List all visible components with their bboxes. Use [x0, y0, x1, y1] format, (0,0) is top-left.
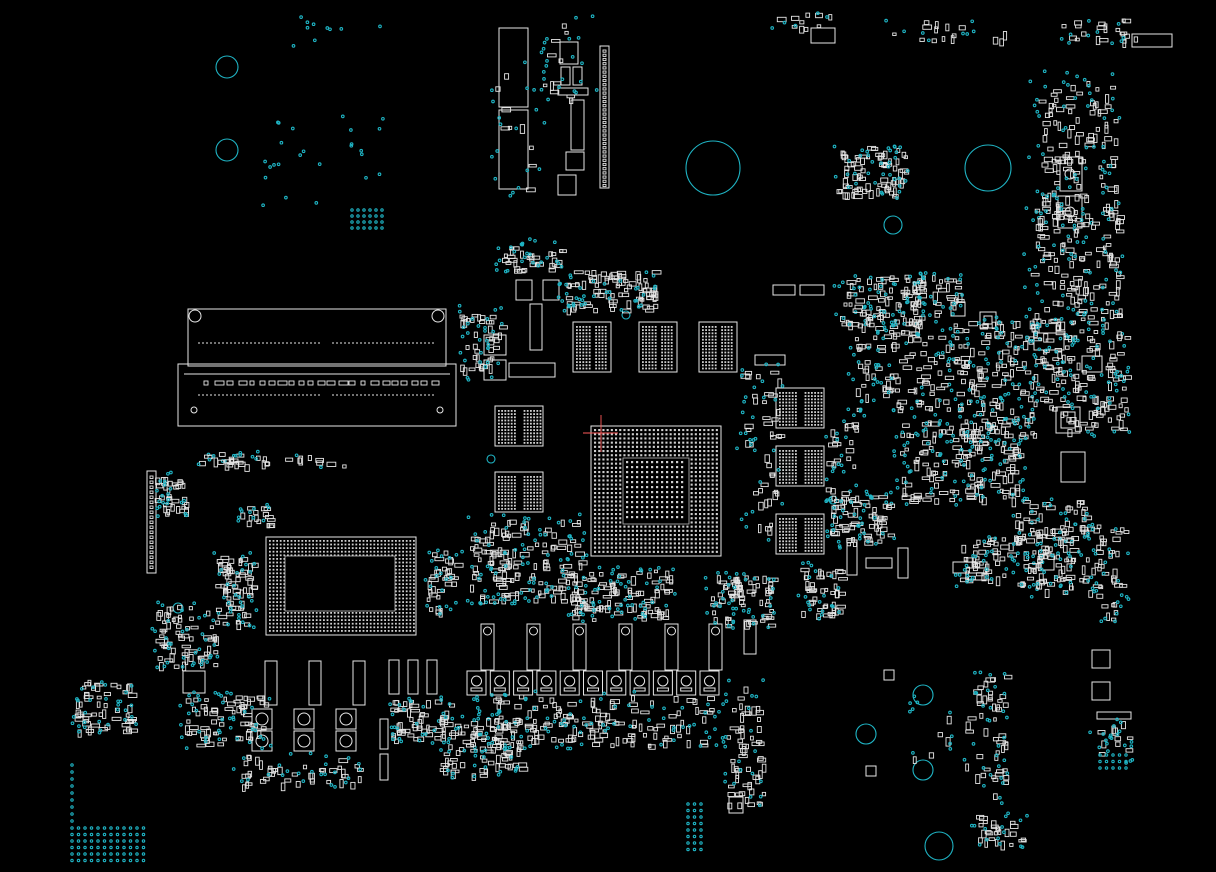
mounting-hole[interactable] — [924, 831, 954, 861]
mounting-hole[interactable] — [621, 310, 631, 320]
bulk-capacitor[interactable] — [308, 660, 322, 706]
bulk-capacitors — [264, 619, 757, 781]
bulk-capacitor[interactable] — [743, 619, 757, 655]
bulk-capacitor[interactable] — [480, 623, 495, 671]
power-inductor[interactable] — [652, 670, 673, 696]
memory-chip[interactable] — [572, 321, 612, 373]
bulk-capacitor[interactable] — [572, 623, 587, 671]
power-inductor[interactable] — [466, 670, 487, 696]
mounting-hole[interactable] — [883, 215, 903, 235]
memory-chip[interactable] — [638, 321, 678, 373]
memory-chip[interactable] — [494, 471, 544, 513]
dimm-slot[interactable] — [177, 308, 457, 427]
power-inductor[interactable] — [583, 670, 603, 696]
power-inductor[interactable] — [559, 670, 580, 696]
memory-chip[interactable] — [494, 405, 544, 447]
bulk-capacitor[interactable] — [352, 660, 366, 706]
cpu-bga[interactable] — [265, 536, 417, 636]
power-inductor[interactable] — [699, 670, 720, 696]
memory-chip[interactable] — [775, 513, 825, 555]
power-inductors — [251, 670, 720, 752]
mounting-hole[interactable] — [215, 55, 239, 79]
mounting-holes — [172, 55, 1012, 861]
mounting-hole-large[interactable] — [964, 144, 1012, 192]
mounting-hole[interactable] — [912, 759, 934, 781]
smd-pads-and-vias — [70, 11, 1139, 863]
power-inductor[interactable] — [293, 708, 315, 752]
power-inductor[interactable] — [489, 670, 510, 696]
bulk-capacitor[interactable] — [664, 623, 679, 671]
memory-chips — [494, 321, 825, 555]
power-inductor[interactable] — [335, 708, 357, 752]
gpu-bga[interactable] — [590, 425, 722, 557]
bulk-capacitor[interactable] — [379, 718, 389, 781]
mounting-hole[interactable] — [855, 723, 877, 745]
top-vertical-connector[interactable] — [498, 27, 610, 196]
power-inductor[interactable] — [606, 670, 627, 696]
power-inductor[interactable] — [536, 670, 557, 696]
bulk-capacitor[interactable] — [526, 623, 541, 671]
bulk-capacitor[interactable] — [426, 659, 438, 695]
memory-chip[interactable] — [775, 387, 825, 429]
cursor-crosshair — [583, 415, 618, 452]
memory-chip[interactable] — [698, 321, 738, 373]
bulk-capacitor[interactable] — [618, 623, 633, 671]
mounting-hole-large[interactable] — [685, 140, 741, 196]
bulk-capacitor[interactable] — [407, 659, 419, 695]
mounting-hole[interactable] — [486, 454, 496, 464]
power-inductor[interactable] — [629, 670, 650, 696]
power-inductor[interactable] — [676, 670, 697, 696]
bulk-capacitor[interactable] — [264, 660, 278, 706]
memory-chip[interactable] — [775, 445, 825, 487]
left-edge-connector[interactable] — [146, 470, 157, 574]
bulk-capacitor[interactable] — [388, 659, 400, 695]
mounting-hole[interactable] — [215, 138, 239, 162]
